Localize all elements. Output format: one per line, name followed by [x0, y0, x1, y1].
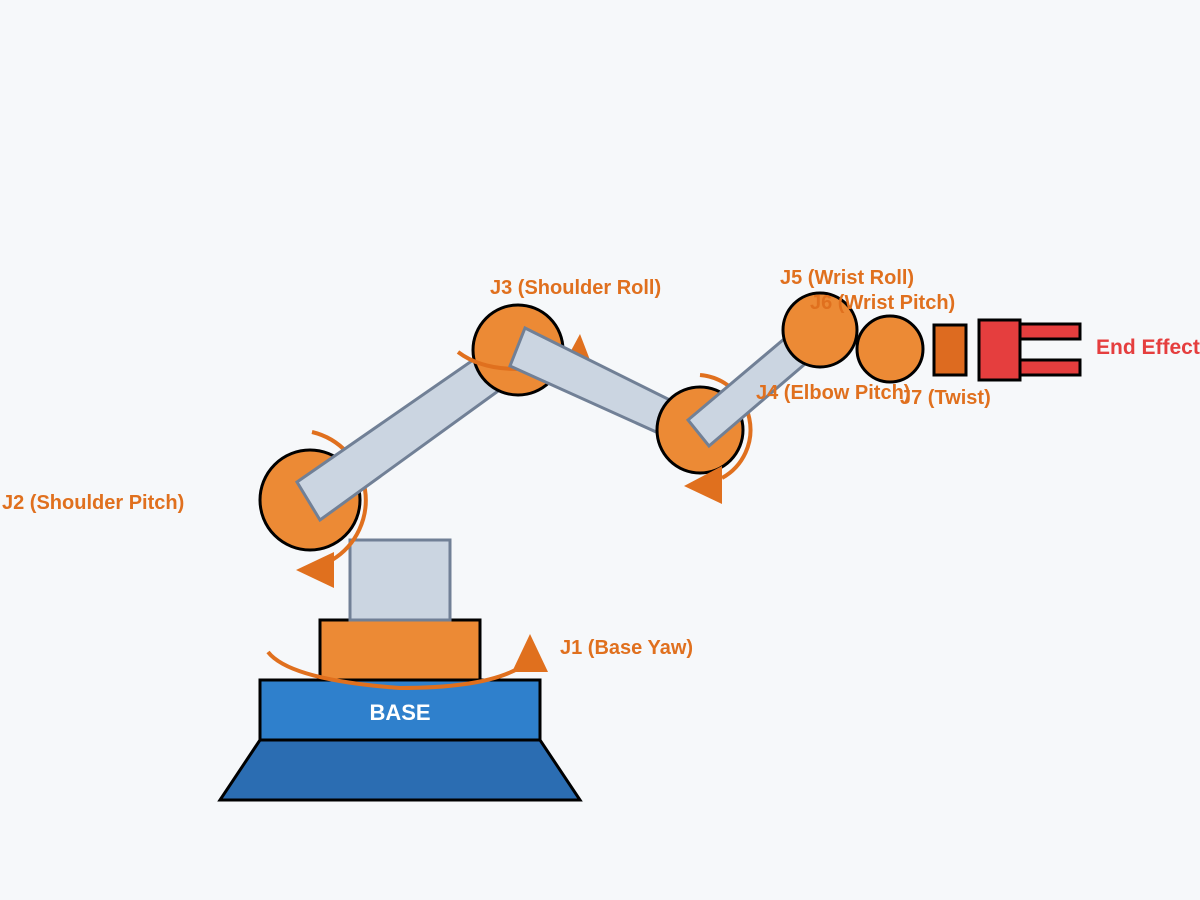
base-assembly: BASE — [217, 678, 583, 802]
end-effector: End Effector — [977, 318, 1200, 382]
base-label: BASE — [369, 700, 430, 725]
end-effector-label: End Effector — [1096, 336, 1200, 359]
j7-block — [932, 323, 968, 377]
gripper-finger-bottom — [1018, 358, 1082, 377]
j2-arrowhead-icon — [296, 552, 334, 588]
j1-arrowhead-icon — [512, 634, 548, 672]
j2-label: J2 (Shoulder Pitch) — [2, 492, 184, 514]
j7-label: J7 (Twist) — [900, 387, 991, 409]
j1-label: J1 (Base Yaw) — [560, 637, 693, 659]
j4-rotation-arrow-icon — [699, 373, 753, 480]
j2-joint: J2 (Shoulder Pitch) — [2, 430, 368, 588]
j5-circle — [781, 291, 859, 369]
j1-joint: J1 (Base Yaw) — [266, 618, 693, 691]
j6-label: J6 (Wrist Pitch) — [810, 292, 955, 314]
j1-turret — [318, 618, 482, 682]
j3-label: J3 (Shoulder Roll) — [490, 277, 661, 299]
j6-circle — [855, 314, 925, 384]
j4-arrowhead-icon — [684, 466, 722, 504]
base-trapezoid — [217, 738, 583, 802]
j5-label: J5 (Wrist Roll) — [780, 267, 914, 289]
gripper-body — [977, 318, 1022, 382]
gripper-finger-top — [1018, 322, 1082, 341]
j4-label: J4 (Elbow Pitch) — [756, 382, 910, 404]
j1-rotation-arrow-icon — [266, 650, 532, 691]
riser-column — [348, 538, 452, 622]
